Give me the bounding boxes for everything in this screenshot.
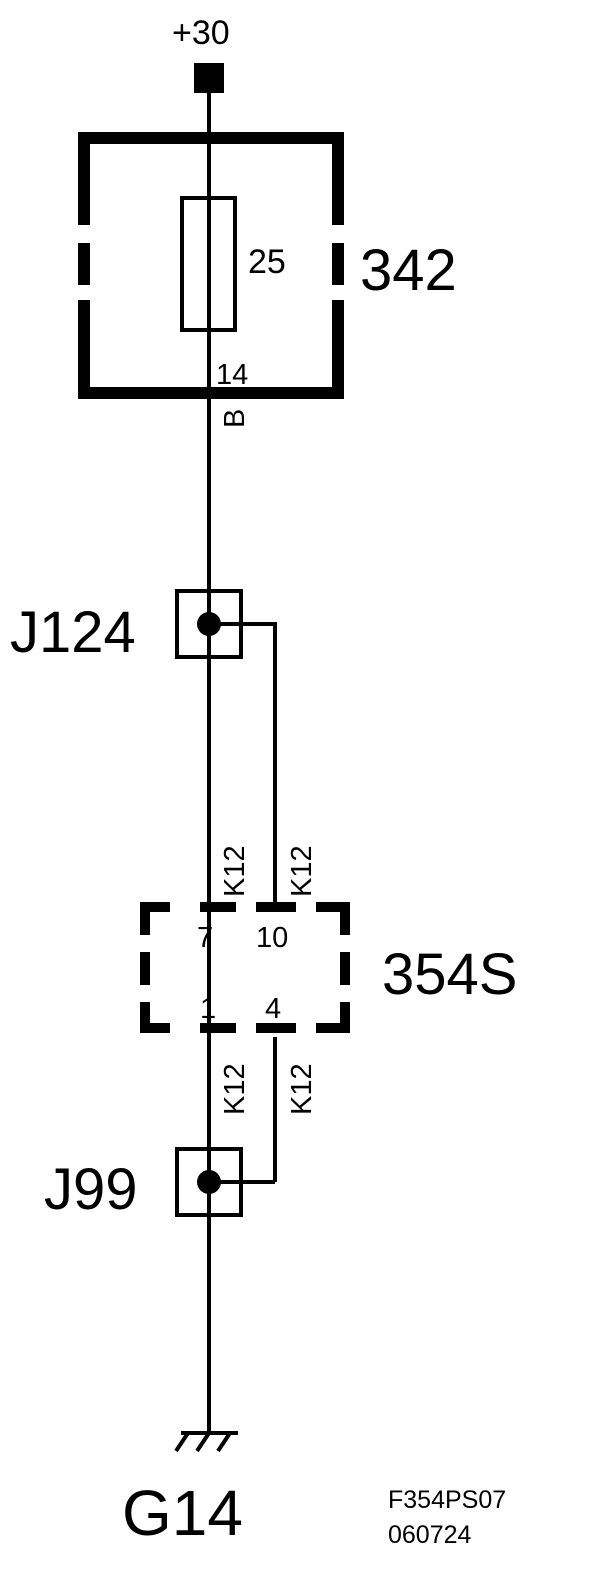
fuse-box-342 bbox=[78, 132, 344, 399]
supply-label: +30 bbox=[172, 14, 230, 52]
wire-code-top-right: K12 bbox=[286, 845, 318, 897]
fuse-box-pin: 14 bbox=[216, 359, 248, 391]
wire-code-bottom-right: K12 bbox=[286, 1063, 318, 1115]
drawing-date: 060724 bbox=[388, 1521, 472, 1549]
junction-j99-label: J99 bbox=[44, 1157, 138, 1222]
pin-4: 4 bbox=[265, 993, 281, 1025]
ground-icon bbox=[174, 1431, 238, 1453]
wire-color: B bbox=[219, 409, 251, 428]
fuse-box-id: 342 bbox=[360, 238, 457, 303]
fuse-rating: 25 bbox=[248, 243, 286, 281]
wire-code-top-left: K12 bbox=[219, 845, 251, 897]
wire-code-bottom-left: K12 bbox=[219, 1063, 251, 1115]
junction-j124-label: J124 bbox=[10, 600, 136, 665]
connector-354s bbox=[140, 902, 350, 1033]
pin-7: 7 bbox=[197, 922, 213, 954]
supply-terminal bbox=[194, 63, 224, 93]
pin-1: 1 bbox=[200, 993, 216, 1025]
connector-id: 354S bbox=[382, 942, 517, 1007]
ground-label: G14 bbox=[122, 1477, 243, 1549]
drawing-code: F354PS07 bbox=[388, 1486, 506, 1514]
branch-wire-top bbox=[209, 622, 277, 903]
pin-10: 10 bbox=[256, 922, 288, 954]
